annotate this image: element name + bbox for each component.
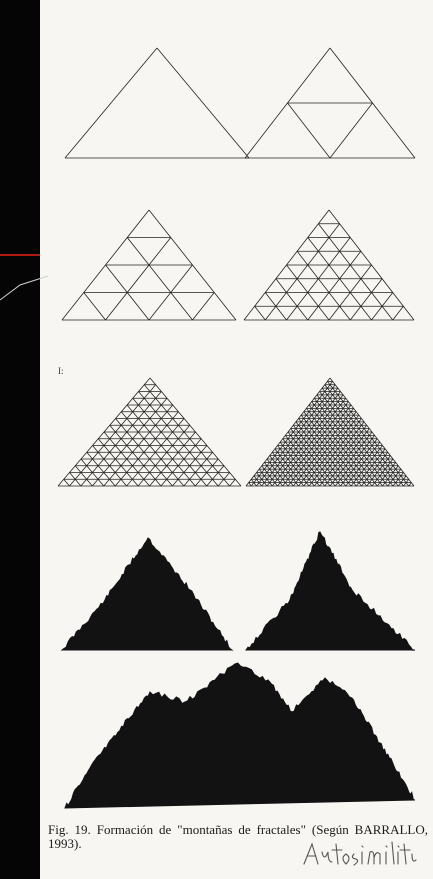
fractal-mountain-1 bbox=[62, 538, 232, 650]
handwritten-signature bbox=[300, 838, 420, 872]
triangle-grid-4 bbox=[244, 210, 414, 320]
page-edge-line bbox=[0, 276, 48, 300]
triangle-grid-6 bbox=[246, 378, 414, 486]
fractal-mountain-2 bbox=[246, 532, 415, 650]
triangle-grid-5 bbox=[58, 378, 241, 486]
fractal-mountain-range bbox=[65, 663, 415, 808]
triangle-grid-2 bbox=[245, 48, 415, 158]
page-mark: I: bbox=[58, 366, 64, 376]
triangle-grid-3 bbox=[62, 210, 236, 320]
triangle-grid-1 bbox=[65, 48, 249, 158]
